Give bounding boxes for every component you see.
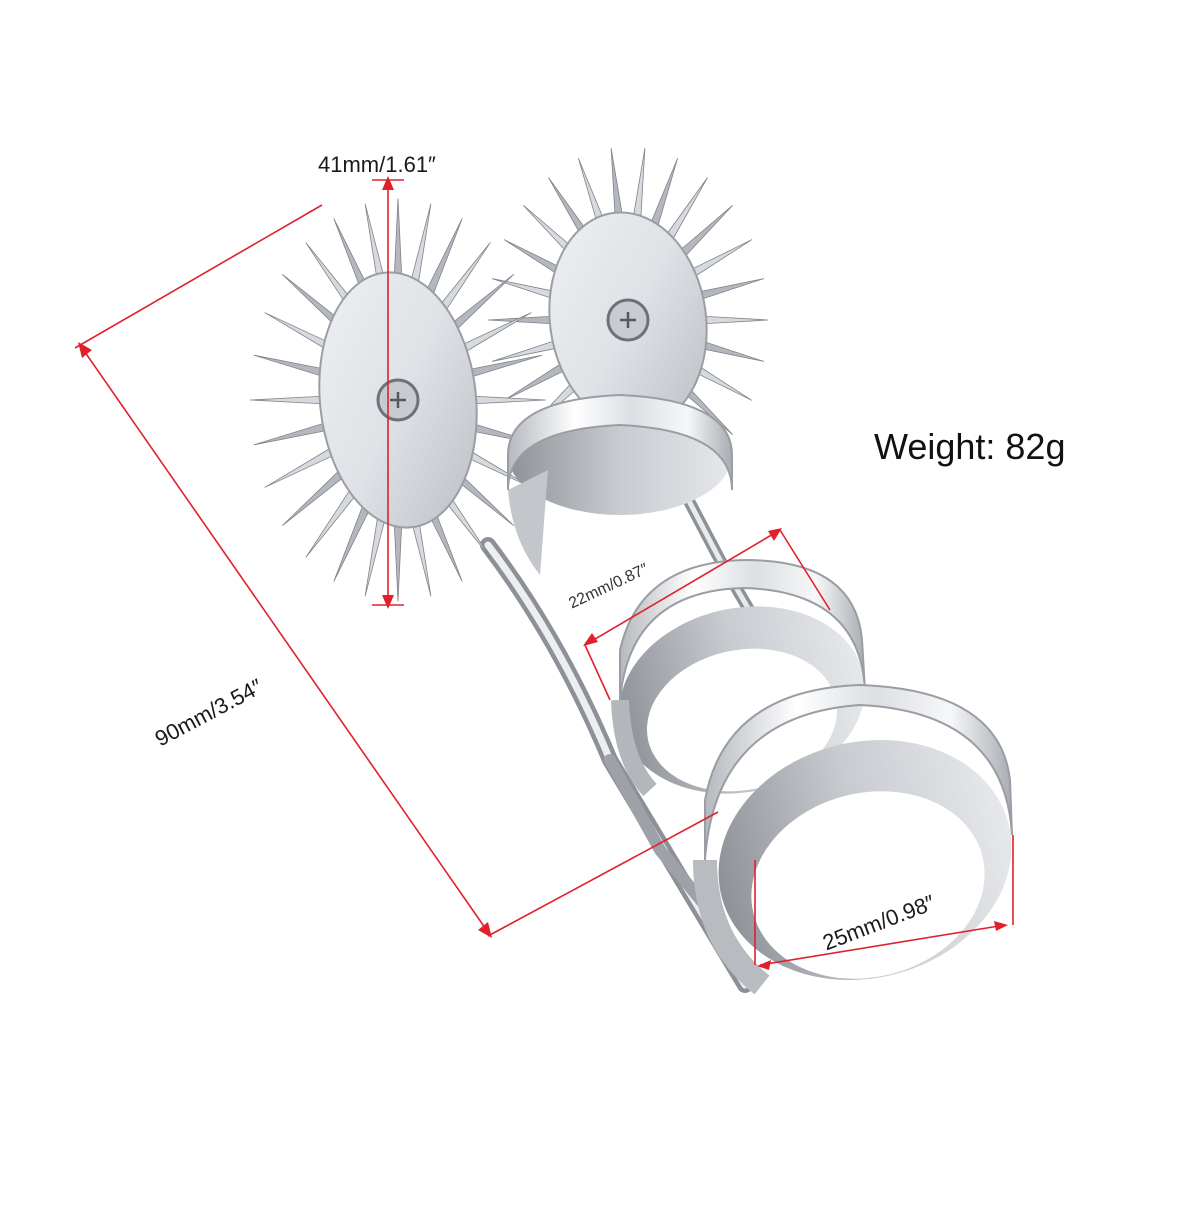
wheel-spike [649, 157, 679, 230]
screw-slot [390, 392, 406, 408]
finger-ring-large [693, 683, 1013, 995]
dimension-arrows [78, 176, 1008, 970]
wheel-spike [264, 446, 336, 488]
screw-slot [620, 312, 636, 328]
wheel-spike [249, 395, 327, 405]
finger-ring-small [611, 558, 866, 797]
wheel-spike [632, 148, 646, 223]
wheel-spike [503, 362, 567, 401]
wheel-spike [664, 177, 708, 242]
wheel-spike [469, 395, 547, 405]
wheel-spike [364, 513, 387, 597]
wheel-spike [689, 239, 753, 278]
dimension-total-length [79, 344, 491, 936]
wheel-spike [393, 198, 403, 283]
wheel-diameter-label: 41mm/1.61″ [318, 152, 436, 177]
wheel-spike [253, 421, 330, 446]
pinwheel-left [249, 198, 547, 602]
wheel-spike [253, 354, 330, 379]
weight-label: Weight: 82g [874, 426, 1066, 467]
dimension-lines [74, 179, 1014, 966]
wheel-spike [610, 148, 624, 223]
wheel-spike [699, 315, 769, 325]
dimension-large-ring [759, 924, 1006, 966]
finger-ring-top [507, 393, 733, 575]
wheel-spike [460, 312, 532, 354]
wheel-spike [696, 278, 765, 301]
wheel-spike [393, 517, 403, 602]
wheel-spike [409, 203, 432, 287]
dimension-small-ring [584, 529, 781, 646]
